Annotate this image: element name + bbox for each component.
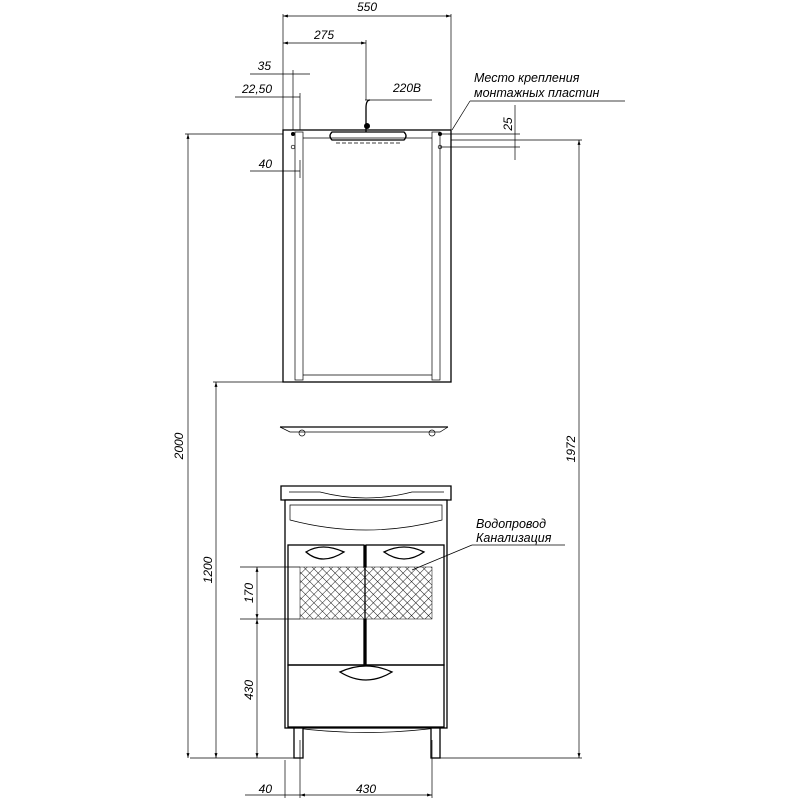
dim-bottom-width: 430	[356, 782, 376, 796]
dim-outlet-220v: 220B	[392, 81, 421, 95]
dim-height-1200: 1200	[201, 556, 215, 583]
dim-total-height: 2000	[172, 432, 186, 460]
cabinet-leg	[293, 727, 304, 759]
mirror-left-strip	[294, 131, 304, 381]
dimension-lines	[185, 14, 625, 798]
dim-offset-22-50: 22,50	[241, 82, 272, 96]
dim-offset-40-top: 40	[259, 157, 273, 171]
mirror	[282, 99, 452, 383]
note-mount-line1: Место крепления	[474, 71, 580, 85]
dim-offset-35: 35	[258, 59, 272, 73]
dim-pipe-height: 430	[242, 680, 256, 700]
cabinet-leg	[430, 727, 441, 759]
note-mount-line2: монтажных пластин	[474, 86, 600, 100]
note-sewage: Канализация	[476, 531, 552, 545]
dim-mirror-half: 275	[313, 28, 334, 42]
door-handle	[382, 546, 426, 560]
drawer	[287, 664, 445, 728]
pipe-zone	[299, 566, 433, 620]
vanity-cabinet	[280, 485, 452, 759]
mirror-frame	[282, 129, 452, 383]
drawer-handle	[338, 665, 394, 681]
glass-shelf	[279, 426, 449, 437]
basin-bowl	[289, 504, 443, 531]
dim-offset-25: 25	[501, 117, 515, 132]
dim-pipe-zone: 170	[242, 583, 256, 603]
mirror-lamp	[329, 131, 407, 141]
washbasin-top	[280, 485, 452, 501]
dim-mirror-width: 550	[357, 0, 377, 14]
dim-height-1972: 1972	[564, 435, 578, 462]
dim-bottom-offset: 40	[259, 782, 273, 796]
door-handle	[304, 546, 346, 560]
mirror-right-strip	[431, 131, 441, 381]
note-water-supply: Водопровод	[476, 517, 546, 531]
mount-screw	[291, 132, 295, 136]
mount-screw	[290, 144, 296, 150]
